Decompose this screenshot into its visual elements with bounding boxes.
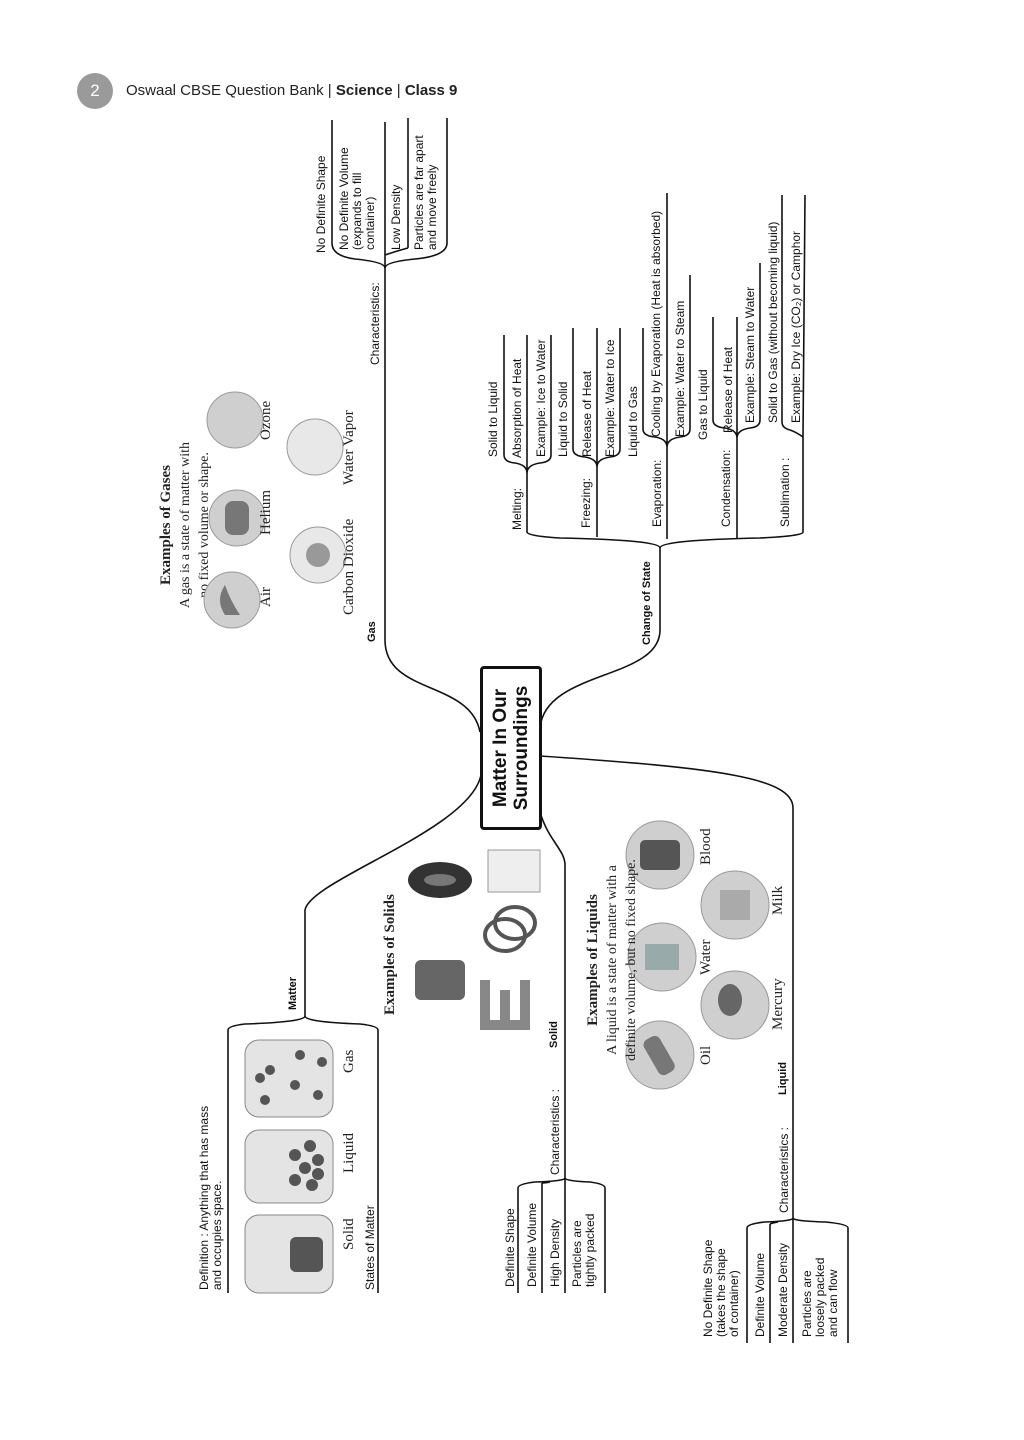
process-item: Example: Water to Ice [603, 339, 617, 457]
liquid-characteristic: Definite Volume [753, 1252, 767, 1337]
liquid-examples-description: A liquid is a state of matter with a def… [605, 859, 639, 1061]
state-label: Gas [341, 1049, 357, 1073]
solid-container-icon [244, 1214, 334, 1294]
process-item: Example: Water to Steam [673, 300, 687, 437]
liquid-example-label: Oil [698, 1045, 714, 1065]
co2-cloud-glyph [306, 543, 330, 567]
liquid-particles [289, 1140, 324, 1191]
matter-branch-line [304, 774, 482, 1016]
change-of-state-bracket [526, 531, 804, 549]
liquid-examples-title: Examples of Liquids [585, 894, 601, 1026]
sublimation-bracket [781, 194, 806, 438]
helium-cylinder-glyph [225, 501, 249, 535]
liquid-bracket [746, 1217, 849, 1343]
states-of-matter-caption: States of Matter [363, 1205, 377, 1290]
melting-bracket [503, 335, 552, 474]
solid-characteristic: Particles are tightly packed [570, 1213, 597, 1287]
water-vapor-icon [286, 418, 344, 476]
metal-letter-icon [480, 980, 530, 1030]
process-definition: Liquid to Gas [626, 386, 640, 457]
gas-item-lines [331, 118, 448, 268]
milk-carton-glyph [720, 890, 750, 920]
glass-icon [487, 849, 541, 893]
gas-example-label: Water Vapor [341, 410, 357, 485]
solid-characteristic: High Density [548, 1218, 562, 1287]
liquid-example-label: Water [698, 939, 714, 975]
process-item: Example: Ice to Water [534, 339, 548, 457]
process-item: Absorption of Heat [510, 358, 524, 458]
process-definition: Solid to Gas (without becoming liquid) [766, 221, 780, 423]
solid-characteristic: Definite Shape [503, 1208, 517, 1287]
water-glass-glyph [645, 944, 679, 970]
freezing-bracket [572, 328, 621, 468]
book-title: Oswaal CBSE Question Bank [126, 82, 324, 99]
liquid-example-label: Blood [698, 828, 714, 865]
process-name: Melting: [510, 487, 524, 530]
running-header: Oswaal CBSE Question Bank | Science | Cl… [126, 82, 457, 99]
process-stems [526, 437, 804, 539]
liquid-container-icon [244, 1129, 334, 1204]
solid-examples-title: Examples of Solids [382, 894, 398, 1015]
matter-definition: Definition : Anything that has mass and … [197, 1105, 224, 1290]
subject: Science [335, 82, 393, 99]
rings-icon [483, 905, 537, 953]
process-item: Cooling by Evaporation (Heat is absorbed… [649, 210, 663, 437]
separator: | [327, 82, 332, 99]
liquid-characteristics-label: Characteristics : [777, 1126, 791, 1213]
gas-example-label: Helium [258, 490, 274, 535]
gas-example-label: Air [258, 587, 274, 607]
page-number-badge: 2 [77, 73, 113, 109]
liquid-characteristic: Moderate Density [776, 1242, 790, 1337]
condensation-bracket [712, 263, 761, 439]
oil-bottle-glyph [643, 1035, 675, 1076]
process-item: Release of Heat [721, 346, 735, 433]
process-name: Condensation: [719, 449, 733, 527]
state-label: Solid [341, 1218, 357, 1250]
process-definition: Solid to Liquid [486, 381, 500, 457]
process-name: Freezing: [579, 477, 593, 528]
boxes-icon [415, 960, 465, 1000]
air-swirl-glyph [220, 585, 240, 615]
process-name: Sublimation : [778, 457, 792, 527]
solid-characteristic: Definite Volume [525, 1202, 539, 1287]
process-definition: Gas to Liquid [696, 369, 710, 440]
mercury-drop-glyph [718, 984, 742, 1016]
liquid-example-label: Mercury [770, 978, 786, 1030]
air-icon [203, 571, 261, 629]
change-of-state-label: Change of State [641, 561, 653, 645]
matter-branch-label: Matter [287, 976, 299, 1010]
gas-branch-line [384, 268, 481, 733]
gas-example-label: Ozone [258, 400, 274, 440]
solid-particles [290, 1237, 323, 1272]
ozone-icon [206, 391, 264, 449]
process-definition: Liquid to Solid [556, 381, 570, 457]
change-of-state-branch-line [539, 548, 661, 729]
liquid-branch-line [539, 755, 794, 1218]
evaporation-bracket [642, 193, 691, 448]
liquid-example-label: Milk [770, 885, 786, 915]
blood-bag-glyph [640, 840, 680, 870]
state-label: Liquid [341, 1133, 357, 1173]
process-name: Evaporation: [650, 459, 664, 527]
liquid-characteristic: No Definite Shape (takes the shape of co… [701, 1239, 741, 1337]
solid-branch-line [539, 811, 566, 1178]
liquid-branch-label: Liquid [777, 1062, 789, 1095]
class-label: Class 9 [404, 82, 458, 99]
matter-bracket [227, 1015, 379, 1293]
solid-characteristics-label: Characteristics : [548, 1088, 562, 1175]
gas-example-label: Carbon Dioxide [341, 518, 357, 615]
separator: | [396, 82, 401, 99]
solid-bracket [517, 1177, 606, 1293]
process-item: Example: Dry Ice (CO₂) or Camphor [789, 230, 803, 423]
solid-branch-label: Solid [548, 1021, 560, 1048]
process-item: Example: Steam to Water [743, 286, 757, 423]
liquid-characteristic: Particles are loosely packed and can flo… [800, 1257, 840, 1337]
process-item: Release of Heat [580, 370, 594, 457]
